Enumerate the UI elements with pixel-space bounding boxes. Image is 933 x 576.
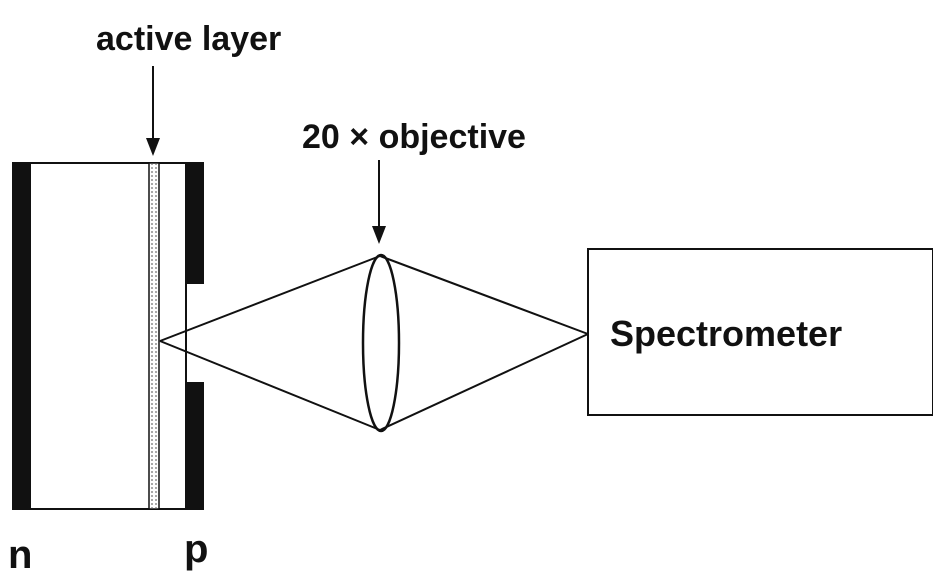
active-layer-label: active layer — [96, 20, 281, 58]
spectrometer-label: Spectrometer — [610, 313, 842, 354]
n-label: n — [8, 533, 32, 576]
light-path — [159, 255, 589, 431]
p-contact-bottom — [186, 382, 204, 510]
objective-arrowhead — [372, 226, 386, 244]
p-contact-top — [186, 162, 204, 284]
objective-label: 20 × objective — [302, 118, 526, 156]
spectrometer-box — [587, 248, 933, 416]
p-label: p — [184, 527, 208, 571]
active-layer-arrowhead — [146, 138, 160, 156]
diode-body — [29, 162, 187, 510]
active-layer — [148, 162, 160, 510]
diode-device — [12, 162, 204, 510]
objective-lens — [361, 253, 401, 433]
n-contact — [12, 162, 30, 510]
